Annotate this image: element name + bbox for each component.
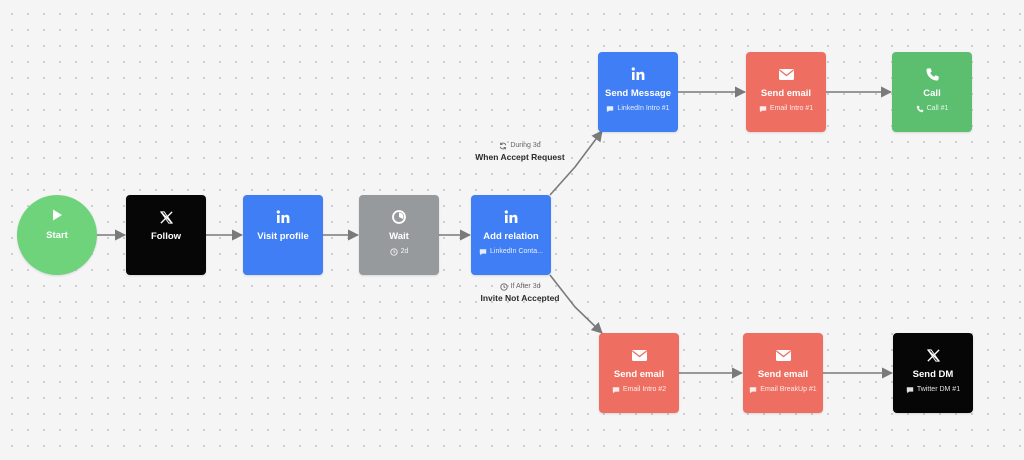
edge-condition: During 3d bbox=[465, 141, 575, 150]
edge-condition-text: If After 3d bbox=[510, 283, 541, 290]
envelope-icon bbox=[746, 65, 826, 83]
node-subtitle: Email BreakUp #1 bbox=[747, 385, 819, 394]
phone-icon bbox=[892, 65, 972, 83]
edge-label-text: Invite Not Accepted bbox=[480, 293, 560, 303]
follow-node[interactable]: Follow bbox=[126, 195, 206, 275]
edge-condition-text: During 3d bbox=[510, 142, 541, 149]
node-subtitle: Call #1 bbox=[896, 104, 968, 113]
node-subtitle-text: 2d bbox=[400, 248, 409, 255]
edge-condition: If After 3d bbox=[465, 282, 575, 291]
linkedin-icon bbox=[243, 208, 323, 226]
message-icon bbox=[479, 248, 487, 256]
node-title: Wait bbox=[389, 231, 409, 242]
edge-addrel-to-sendmsg[interactable] bbox=[549, 130, 603, 196]
start-node[interactable]: Start bbox=[17, 195, 97, 275]
node-subtitle: Email Intro #2 bbox=[603, 385, 675, 394]
edge-label-addrel-to-email2[interactable]: If After 3d Invite Not Accepted bbox=[465, 282, 575, 304]
wait-node[interactable]: Wait 2d bbox=[359, 195, 439, 275]
x-logo-icon bbox=[126, 208, 206, 226]
node-title: Start bbox=[46, 230, 68, 241]
edge-label-addrel-to-sendmsg[interactable]: During 3d When Accept Request bbox=[465, 141, 575, 163]
node-title: Send email bbox=[760, 88, 812, 99]
node-title: Follow bbox=[150, 231, 182, 242]
x-logo-icon bbox=[893, 346, 973, 364]
node-title: Call bbox=[923, 88, 941, 99]
linkedin-icon bbox=[471, 208, 551, 226]
node-subtitle: 2d bbox=[363, 247, 435, 256]
send-dm-node[interactable]: Send DM Twitter DM #1 bbox=[893, 333, 973, 413]
sync-icon bbox=[499, 142, 507, 150]
message-icon bbox=[906, 386, 914, 394]
node-subtitle: Email Intro #1 bbox=[750, 104, 822, 113]
message-icon bbox=[612, 386, 620, 394]
node-subtitle-text: LinkedIn Conta... bbox=[490, 248, 543, 255]
node-title: Visit profile bbox=[257, 231, 309, 242]
message-icon bbox=[749, 386, 757, 394]
node-subtitle-text: Email Intro #2 bbox=[622, 386, 667, 393]
node-subtitle-text: LinkedIn Intro #1 bbox=[617, 105, 670, 112]
node-subtitle: LinkedIn Intro #1 bbox=[602, 104, 674, 113]
node-subtitle-text: Email Intro #1 bbox=[769, 105, 814, 112]
envelope-icon bbox=[599, 346, 679, 364]
message-icon bbox=[759, 105, 767, 113]
visit-profile-node[interactable]: Visit profile bbox=[243, 195, 323, 275]
message-icon bbox=[606, 105, 614, 113]
node-subtitle-text: Call #1 bbox=[926, 105, 949, 112]
node-subtitle-text: Email BreakUp #1 bbox=[760, 386, 817, 393]
timer-icon bbox=[359, 208, 439, 226]
envelope-icon bbox=[743, 346, 823, 364]
node-title: Send DM bbox=[912, 369, 954, 380]
edge-addrel-to-email2[interactable] bbox=[549, 274, 603, 334]
play-icon bbox=[17, 206, 97, 224]
clock-icon bbox=[499, 282, 508, 291]
edge-label-text: When Accept Request bbox=[475, 152, 565, 162]
clock-icon bbox=[389, 247, 398, 256]
node-title: Send email bbox=[757, 369, 809, 380]
node-subtitle-text: Twitter DM #1 bbox=[916, 386, 961, 393]
node-title: Send email bbox=[613, 369, 665, 380]
node-subtitle: LinkedIn Conta... bbox=[475, 247, 547, 256]
phone-small-icon bbox=[916, 105, 924, 113]
node-title: Send Message bbox=[605, 88, 671, 99]
node-subtitle: Twitter DM #1 bbox=[897, 385, 969, 394]
linkedin-icon bbox=[598, 65, 678, 83]
node-title: Add relation bbox=[483, 231, 539, 242]
